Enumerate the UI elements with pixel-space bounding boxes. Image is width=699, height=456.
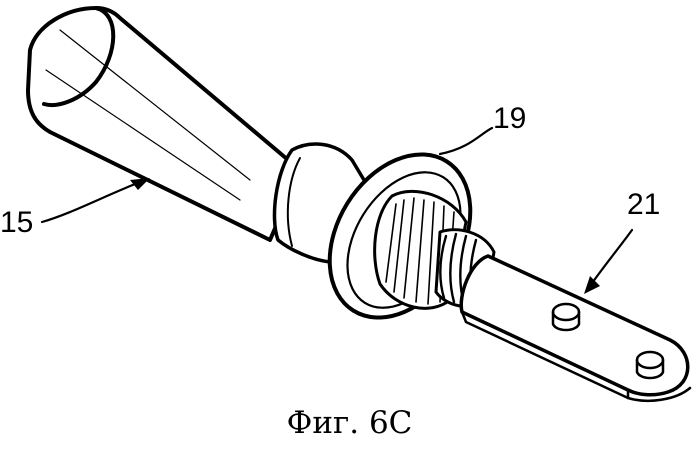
- leader-21: [584, 230, 632, 294]
- leader-15: [42, 178, 150, 222]
- handle-body: [28, 8, 300, 240]
- label-19: 19: [493, 102, 526, 135]
- leader-19: [440, 128, 492, 154]
- figure-caption: Фиг. 6С: [0, 408, 699, 439]
- flat-blade: [461, 256, 690, 401]
- label-21: 21: [627, 188, 660, 221]
- label-15: 15: [0, 206, 33, 239]
